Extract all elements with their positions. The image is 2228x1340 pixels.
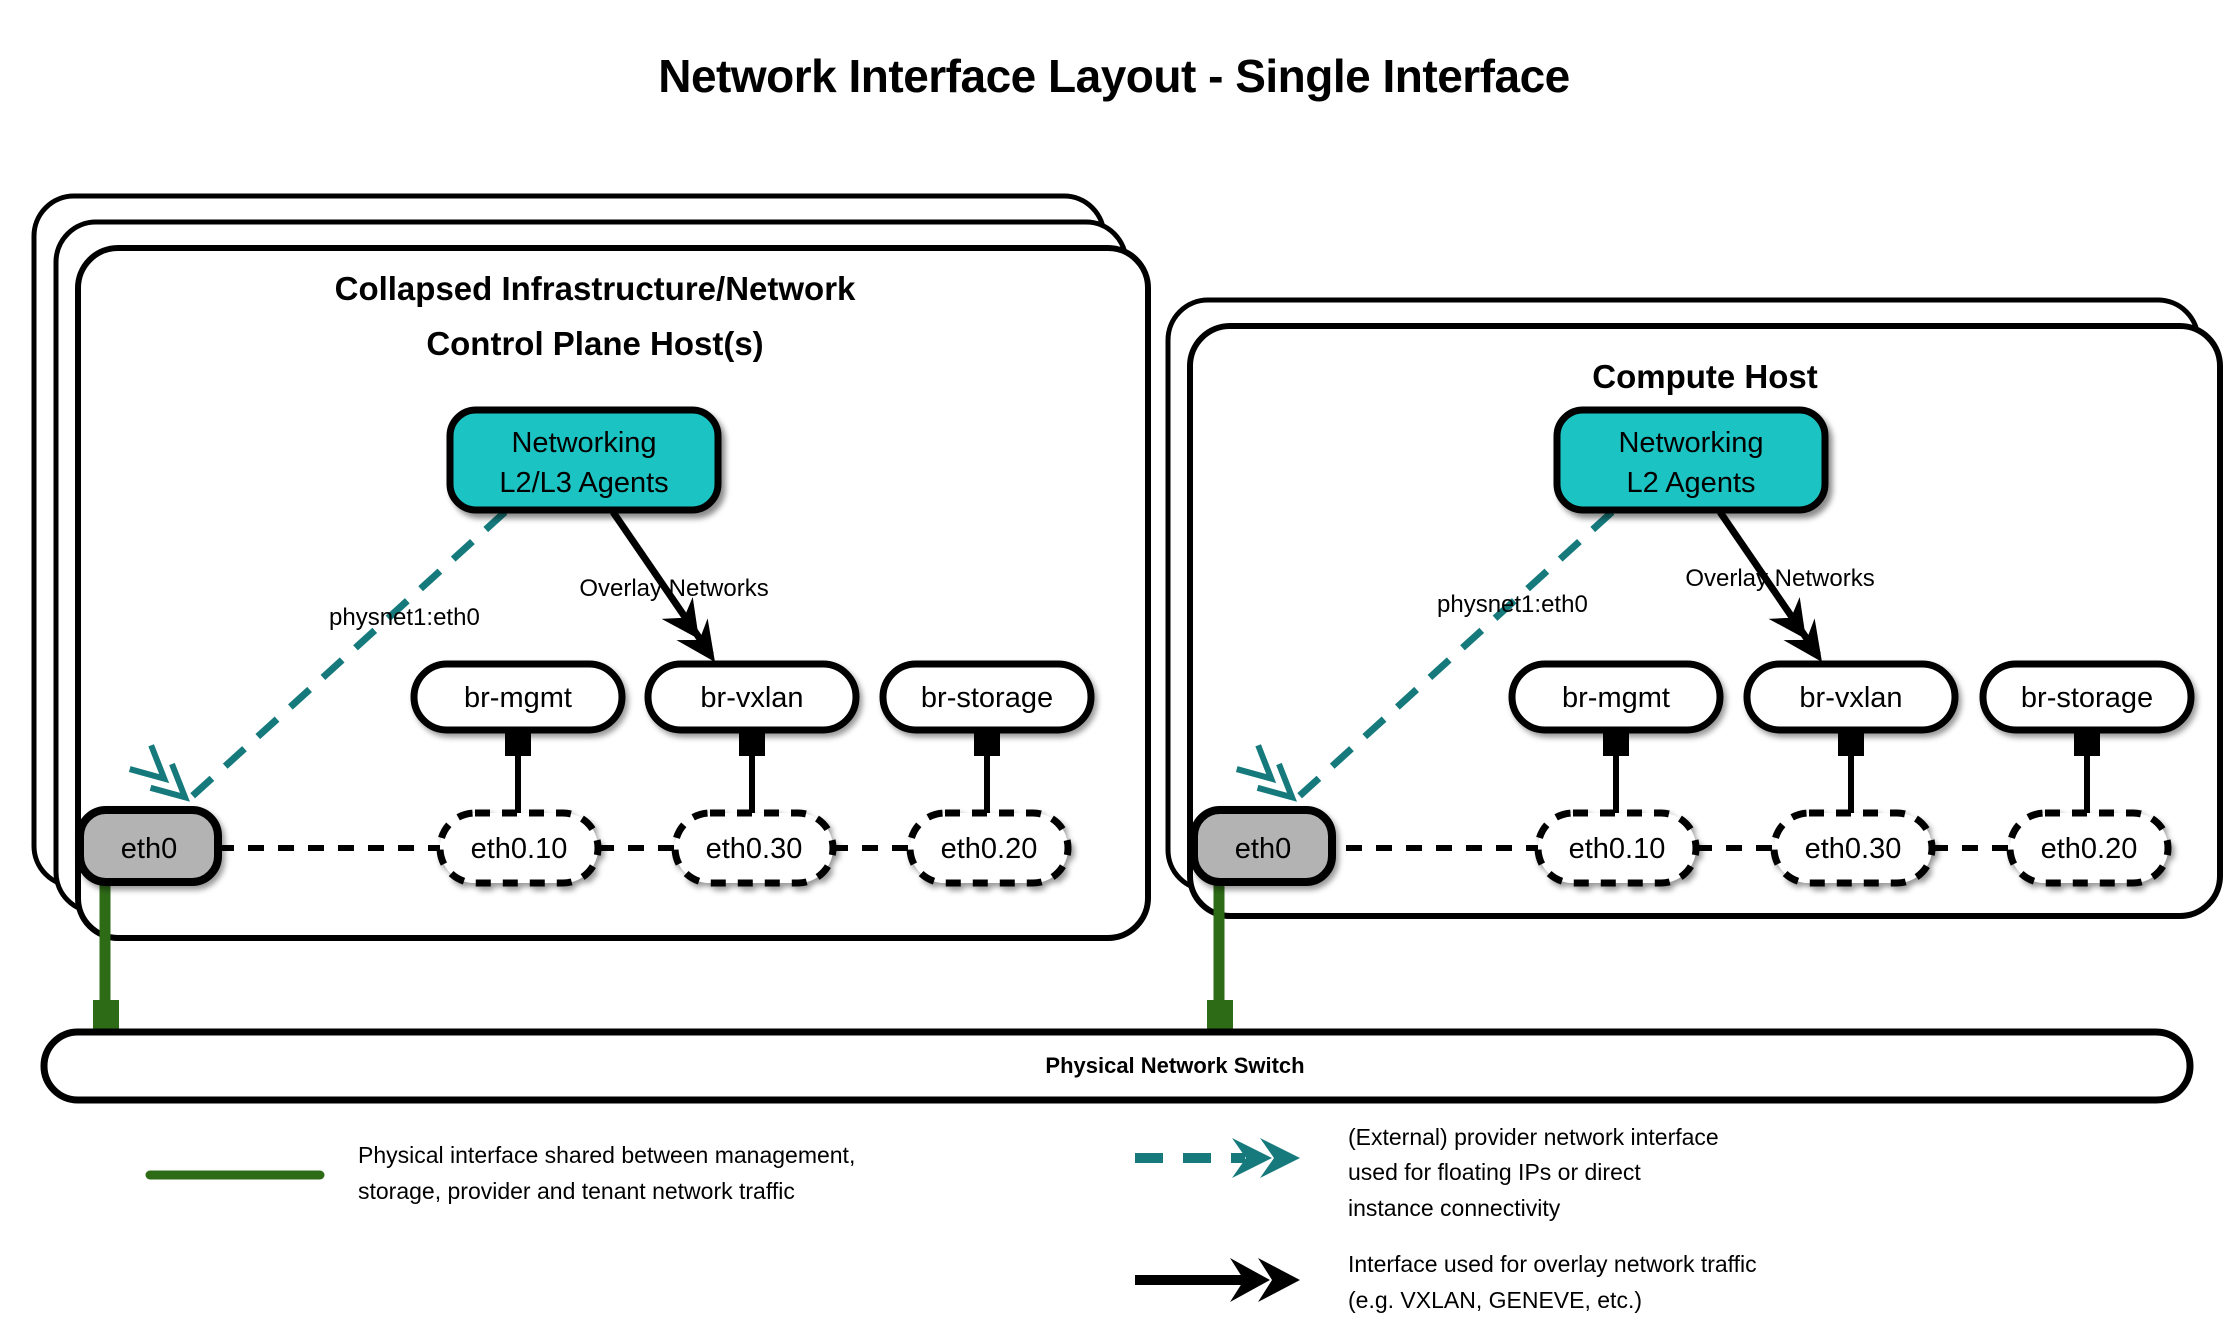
legend-text-overlay-2: (e.g. VXLAN, GENEVE, etc.) [1348,1287,1642,1313]
vlan-eth0-30-right[interactable] [1770,809,1936,887]
networking-agents-right[interactable] [1553,406,1829,514]
bridge-br-mgmt-right[interactable] [1508,660,1724,734]
agent-label-line1-right: Networking [1618,427,1763,459]
bridge-br-vxlan-right[interactable] [1743,660,1959,734]
bridge-label-br-vxlan-right: br-vxlan [1799,682,1902,714]
legend-text-overlay-1: Interface used for overlay network traff… [1348,1251,1757,1277]
legend-swatch-overlay-interface [1135,1258,1300,1302]
networking-agents-left[interactable] [446,406,722,514]
legend-text-provider-1: (External) provider network interface [1348,1124,1719,1150]
legend-text-physical-1: Physical interface shared between manage… [358,1142,855,1168]
control-plane-host-stack [31,193,1151,941]
vlan-label-eth0-30-left: eth0.30 [706,833,803,865]
vlan-label-eth0-10-right: eth0.10 [1569,833,1666,865]
legend-text-physical-2: storage, provider and tenant network tra… [358,1178,795,1204]
overlay-link-right [1717,510,1822,662]
nic-label-eth0-left: eth0 [121,833,177,865]
host-card-front-right [1187,323,2223,919]
vlan-label-eth0-20-left: eth0.20 [941,833,1038,865]
bridge-label-br-vxlan-left: br-vxlan [700,682,803,714]
page-title: Network Interface Layout - Single Interf… [658,50,1570,102]
vlan-label-eth0-20-right: eth0.20 [2041,833,2138,865]
physical-network-switch[interactable] [40,1028,2194,1104]
vlan-eth0-10-left[interactable] [436,809,602,887]
provider-link-right [1235,509,1615,803]
vlan-eth0-20-left[interactable] [906,809,1072,887]
vlan-eth0-30-left[interactable] [671,809,837,887]
host-card-front [75,245,1151,941]
vlan-eth0-10-right[interactable] [1534,809,1700,887]
overlay-link-left [610,510,715,662]
agent-label-line2-left: L2/L3 Agents [499,467,668,499]
vlan-label-eth0-10-left: eth0.10 [471,833,568,865]
bridge-br-vxlan-left[interactable] [644,660,860,734]
nic-eth0-left[interactable] [76,806,222,886]
bridge-label-br-mgmt-left: br-mgmt [464,682,572,714]
bridge-br-mgmt-left[interactable] [410,660,626,734]
switch-label: Physical Network Switch [1045,1053,1304,1078]
overlay-edge-label-right: Overlay Networks [1685,565,1874,592]
host-title-line2: Control Plane Host(s) [426,325,763,362]
compute-host-title: Compute Host [1592,358,1818,395]
agent-label-line1-left: Networking [511,427,656,459]
bridge-label-br-storage-left: br-storage [921,682,1053,714]
provider-edge-label-left: physnet1:eth0 [329,604,480,631]
vlan-eth0-20-right[interactable] [2006,809,2172,887]
bridge-br-storage-right[interactable] [1979,660,2195,734]
nic-eth0-right[interactable] [1190,806,1336,886]
vlan-label-eth0-30-right: eth0.30 [1805,833,1902,865]
legend-swatch-provider-interface [1135,1138,1300,1178]
bridge-label-br-storage-right: br-storage [2021,682,2153,714]
bridge-br-storage-left[interactable] [879,660,1095,734]
provider-link-left [128,509,508,803]
compute-host-stack [1165,297,2223,919]
legend-text-provider-2: used for floating IPs or direct [1348,1159,1641,1185]
bridge-label-br-mgmt-right: br-mgmt [1562,682,1670,714]
legend-text-provider-3: instance connectivity [1348,1195,1561,1221]
host-title-line1: Collapsed Infrastructure/Network [335,270,856,307]
agent-label-line2-right: L2 Agents [1627,467,1756,499]
nic-label-eth0-right: eth0 [1235,833,1291,865]
provider-edge-label-right: physnet1:eth0 [1437,591,1588,618]
overlay-edge-label-left: Overlay Networks [579,575,768,602]
